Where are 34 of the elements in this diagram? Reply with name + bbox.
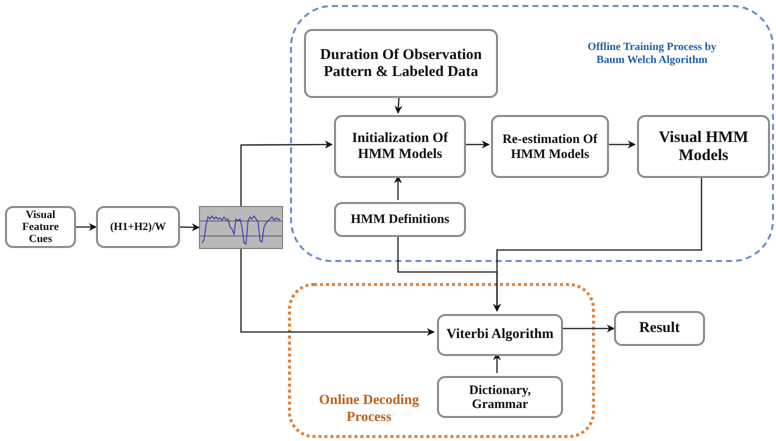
arrow: [240, 249, 435, 336]
box-label: Re-estimation Of HMM Models: [502, 132, 599, 161]
arrow: [180, 223, 200, 232]
process-box: [5, 206, 76, 248]
box-label: HMM Definitions: [350, 212, 450, 227]
process-box: [437, 376, 563, 418]
region-title: Offline Training Process by Baum Welch Algorithm: [586, 41, 718, 68]
box-label: Dictionary, Grammar: [468, 382, 532, 412]
waveform-plot: [199, 206, 283, 249]
decoding-region: [288, 283, 595, 438]
box-label: Visual HMM Models: [658, 128, 750, 164]
process-box: [637, 115, 770, 178]
arrow: [394, 175, 402, 200]
box-label: Duration Of Observation Pattern & Labeled Data: [319, 47, 483, 80]
process-box: [437, 314, 563, 356]
box-label: Visual Feature Cues: [21, 208, 60, 246]
box-label: Viterbi Algorithm: [446, 327, 554, 343]
training-region: [290, 5, 774, 262]
region-title: Online Decoding Process: [318, 393, 420, 427]
process-box: [491, 115, 609, 178]
box-label: Initialization Of HMM Models: [350, 131, 450, 162]
arrow: [240, 140, 333, 206]
arrow: [394, 96, 402, 114]
arrow: [76, 223, 97, 231]
process-box: [334, 202, 466, 237]
box-label: Result: [639, 320, 680, 337]
arrow: [607, 140, 636, 148]
process-box: [614, 311, 705, 346]
arrow: [397, 235, 501, 312]
arrow: [464, 140, 490, 148]
process-box: [304, 29, 498, 98]
process-box: [96, 206, 180, 248]
process-box: [334, 115, 466, 178]
box-label: (H1+H2)/W: [110, 220, 166, 234]
